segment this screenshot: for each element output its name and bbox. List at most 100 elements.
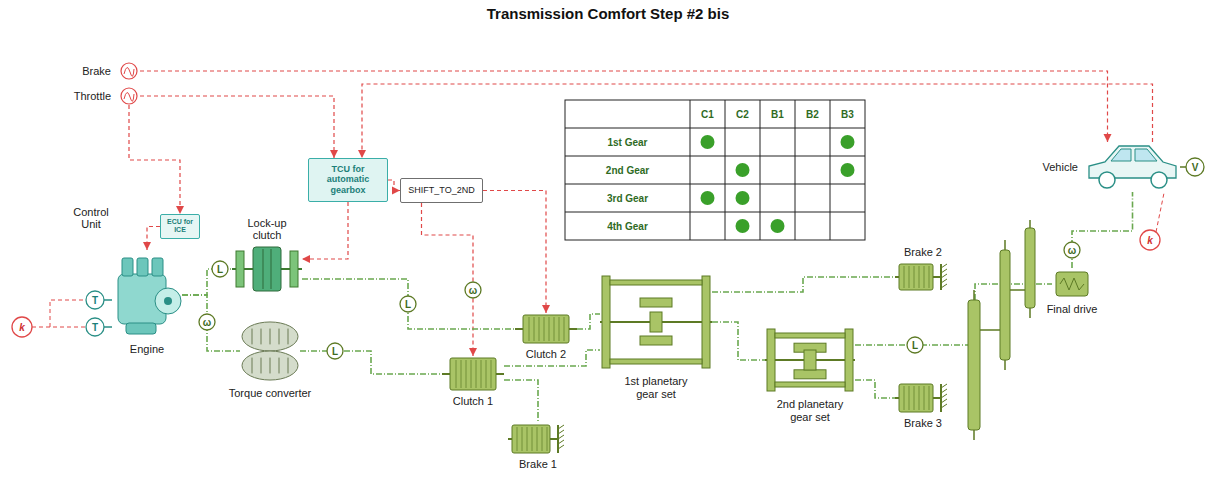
signal-symbol (121, 63, 137, 79)
signal-wire (32, 300, 86, 327)
ground-hatch (941, 394, 947, 398)
lockup-disc (253, 247, 281, 291)
ground-hatch (941, 399, 947, 403)
brake-plate (914, 266, 915, 288)
velocity-symbol-text: V (1192, 162, 1199, 173)
part-label: Throttle (72, 90, 113, 103)
torque-source-symbol (86, 318, 104, 336)
brake-plate (904, 266, 905, 288)
signal-link (483, 191, 546, 314)
converter-fin (279, 329, 280, 345)
box-text: ECU for ICE (165, 218, 195, 234)
speed-sensor-symbol (1064, 242, 1080, 258)
diagram-title: Transmission Comfort Step #2 bis (487, 6, 730, 23)
shaft-link (855, 284, 1052, 345)
brake-pack: Brake 1 (508, 423, 568, 455)
sun-gear (650, 312, 662, 332)
torque-symbol-text: T (92, 322, 98, 333)
sun-gear (804, 350, 816, 370)
car-wheel (1099, 172, 1115, 188)
part-label: Clutch 2 (524, 348, 568, 361)
flange (290, 251, 298, 287)
brake-plate (914, 386, 915, 410)
lockup-clutch-icon: Lock-up clutch (232, 245, 302, 293)
brake-plate (542, 427, 543, 451)
converter-fin (288, 358, 289, 374)
planetary-gear-set: 1st planetary gear set (600, 272, 712, 372)
planetary-gear-set: 2nd planetary gear set (765, 325, 855, 395)
ring-gear (602, 276, 610, 368)
speed-symbol-text: ω (203, 317, 211, 328)
engaged-dot (701, 135, 715, 149)
engaged-dot (841, 163, 855, 177)
ring-gear (845, 329, 853, 391)
part-label: 1st planetary gear set (614, 375, 698, 400)
shaft-link (712, 322, 765, 360)
speed-sensor-symbol (465, 282, 481, 298)
clutch-plate (559, 317, 560, 341)
brake-plate (537, 427, 538, 451)
clutch-plate (456, 360, 457, 388)
planetary-gear-set-shape (600, 272, 712, 372)
brake-plate (929, 266, 930, 288)
brake-plate (929, 386, 930, 410)
converter-fin (270, 329, 271, 345)
engaged-dot (701, 191, 715, 205)
clutch-plate (486, 360, 487, 388)
speed-symbol-text: ω (469, 285, 477, 296)
shaft-link (504, 380, 538, 423)
inertia-symbol (212, 261, 228, 277)
planet-gear (640, 336, 672, 345)
signal-curve (124, 67, 134, 76)
inertia-symbol-text: L (332, 346, 338, 357)
final-drive-icon-shape (1052, 268, 1092, 300)
carrier (610, 280, 702, 285)
part-label: Brake (80, 65, 113, 78)
engaged-dot (736, 219, 750, 233)
lockup-clutch-icon-shape (232, 245, 302, 293)
clutch-plate (544, 317, 545, 341)
shaft-link (302, 279, 515, 329)
brake-plate (924, 386, 925, 410)
signal-link (129, 105, 180, 214)
clutch-plate (466, 360, 467, 388)
signal-link (140, 96, 334, 158)
signal-link (422, 203, 474, 356)
speed-symbol-text: ω (1068, 245, 1076, 256)
shaft-link (855, 380, 895, 398)
brake-plate (909, 266, 910, 288)
converter-fin (288, 329, 289, 345)
brake-plate (522, 427, 523, 451)
vehicle-icon: Vehicle (1085, 142, 1180, 192)
torque-wire (104, 300, 112, 327)
brake-housing (512, 425, 550, 453)
ground-hatch (558, 435, 564, 439)
brake-pack-shape (895, 262, 951, 292)
part-label: Final drive (1045, 303, 1100, 316)
final-drive-icon: Final drive (1052, 268, 1092, 300)
engaged-dot (841, 135, 855, 149)
speed-sensor-symbol (199, 314, 215, 330)
ecu-box: ECU for ICE (160, 214, 200, 239)
clutch-plate (476, 360, 477, 388)
converter-fin (270, 358, 271, 374)
table-header: C2 (736, 109, 749, 120)
engine-flywheel (155, 288, 181, 314)
constant-symbol (1140, 230, 1160, 250)
control-unit-box: TCU for automatic gearbox (308, 158, 388, 202)
torque-symbol-text: T (92, 295, 98, 306)
signal-box: SHIFT_TO_2ND (400, 178, 483, 203)
final-drive-spring (1060, 278, 1084, 290)
clutch-pack: Clutch 1 (442, 356, 504, 392)
vehicle-icon-shape (1085, 142, 1180, 192)
ground-hatch (941, 384, 947, 388)
signal-link (302, 202, 348, 259)
brake-pack: Brake 3 (895, 382, 951, 414)
inertia-symbol (400, 296, 416, 312)
planet-gear (640, 298, 672, 307)
signal-source: Brake (118, 62, 140, 80)
brake-plate (527, 427, 528, 451)
brake-pack-shape (895, 382, 951, 414)
engaged-dot (736, 163, 750, 177)
ground-hatch (558, 440, 564, 444)
